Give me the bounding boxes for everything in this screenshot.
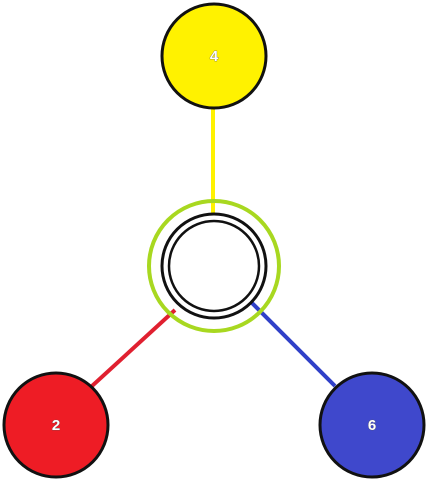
edge-right — [250, 301, 337, 388]
center-inner-ring — [167, 219, 261, 313]
center-hub[interactable] — [147, 199, 281, 333]
center-selection-ring — [147, 199, 281, 333]
node-top-label: 4 — [210, 48, 219, 65]
node-right-label: 6 — [368, 417, 376, 434]
node-left-circle — [2, 371, 110, 479]
edge-left — [90, 308, 177, 388]
node-left[interactable]: 2 — [2, 371, 110, 479]
node-left-label: 2 — [52, 417, 60, 434]
node-top-circle — [160, 2, 268, 110]
node-right[interactable]: 6 — [318, 371, 426, 479]
node-top[interactable]: 4 — [160, 2, 268, 110]
node-right-circle — [318, 371, 426, 479]
